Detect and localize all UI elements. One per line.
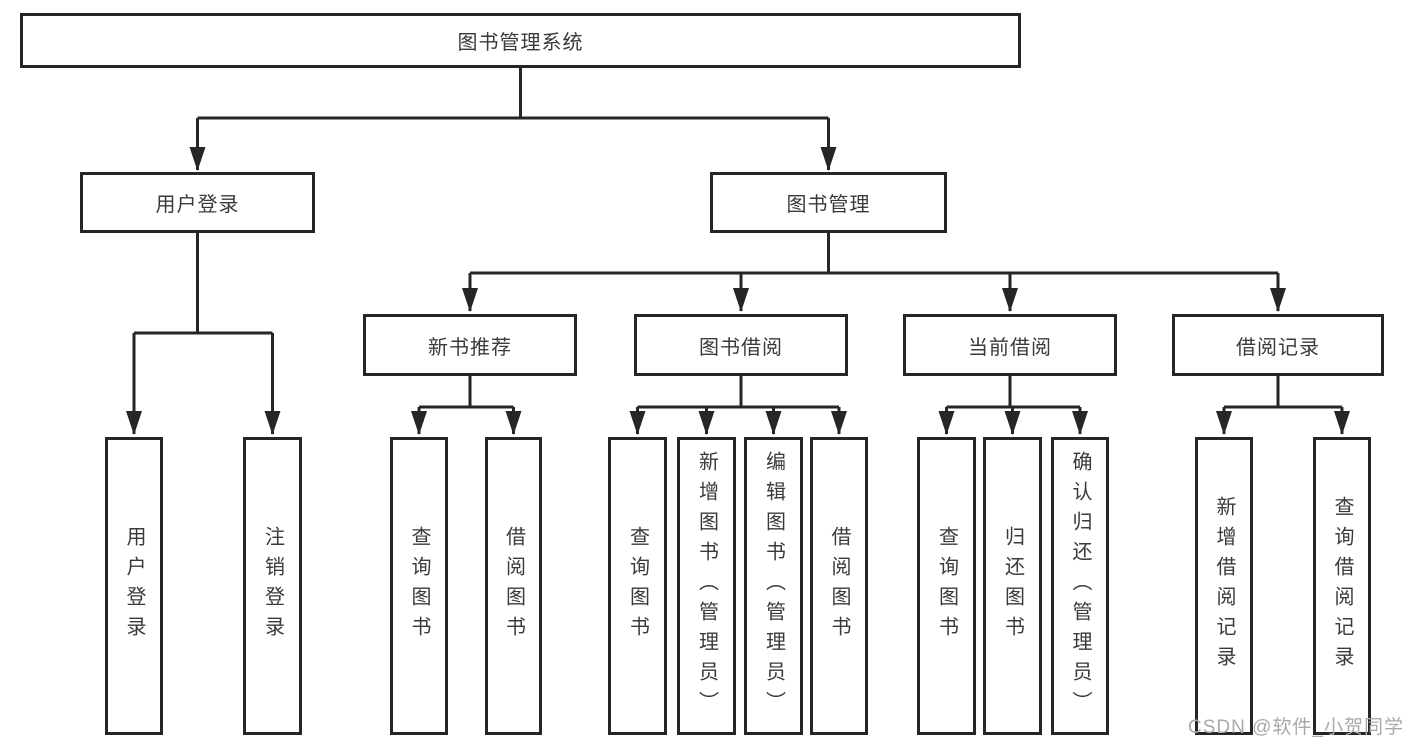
leaf-user-login: 用户登录: [105, 437, 163, 735]
leaf-br-add-record: 新增借阅记录: [1195, 437, 1253, 735]
node-user-login: 用户登录: [80, 172, 315, 233]
leaf-bb-borrow-book: 借阅图书: [810, 437, 868, 735]
leaf-nb-query-book: 查询图书: [390, 437, 448, 735]
leaf-bb-edit-book-admin: 编辑图书（管理员）: [744, 437, 803, 735]
leaf-cb-query-book: 查询图书: [917, 437, 976, 735]
node-new-book-recommend: 新书推荐: [363, 314, 577, 376]
leaf-cb-confirm-return-admin: 确认归还（管理员）: [1051, 437, 1109, 735]
node-root: 图书管理系统: [20, 13, 1021, 68]
leaf-bb-add-book-admin: 新增图书（管理员）: [677, 437, 736, 735]
watermark: CSDN @软件_小贺同学: [1188, 717, 1404, 738]
leaf-bb-query-book: 查询图书: [608, 437, 667, 735]
connector-current-borrow: [946, 376, 1080, 409]
leaf-br-query-record: 查询借阅记录: [1313, 437, 1371, 735]
connector-user-login: [134, 233, 273, 335]
connector-new-book-recommend: [419, 376, 514, 409]
leaf-cb-return-book: 归还图书: [983, 437, 1042, 735]
node-current-borrow: 当前借阅: [903, 314, 1117, 376]
connector-root: [197, 68, 829, 120]
connector-book-management: [470, 233, 1278, 275]
node-borrow-records: 借阅记录: [1172, 314, 1384, 376]
connector-borrow-records: [1224, 376, 1342, 409]
leaf-nb-borrow-book: 借阅图书: [485, 437, 542, 735]
node-book-borrow: 图书借阅: [634, 314, 848, 376]
leaf-logout-login: 注销登录: [243, 437, 302, 735]
connector-book-borrow: [637, 376, 839, 409]
node-book-management: 图书管理: [710, 172, 947, 233]
